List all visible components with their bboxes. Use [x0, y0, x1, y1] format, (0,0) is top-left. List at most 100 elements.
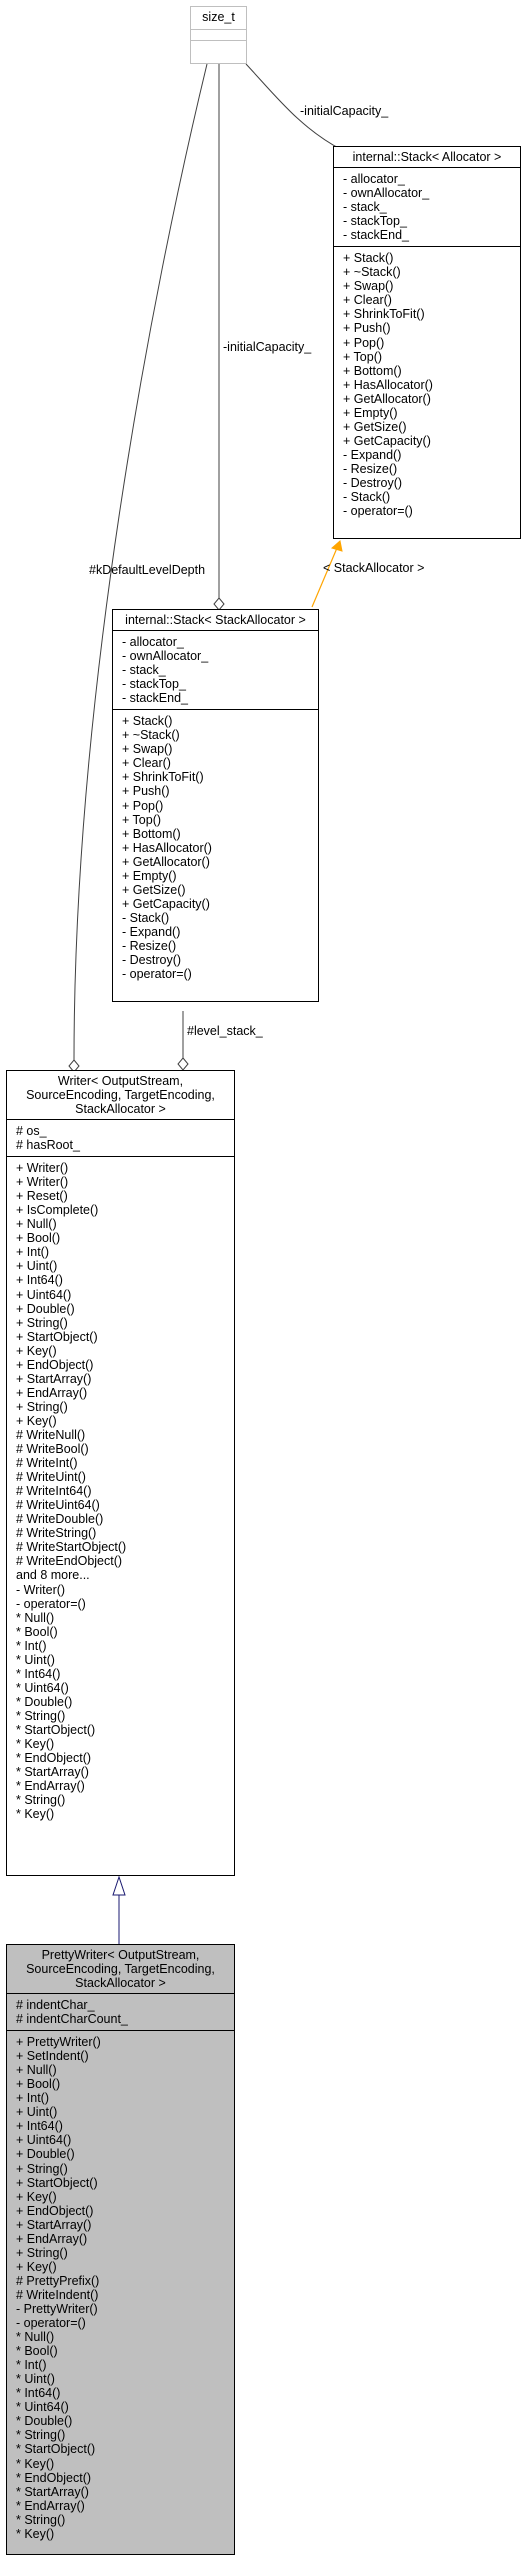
class-node-writer[interactable]: Writer< OutputStream, SourceEncoding, Ta…	[6, 1070, 235, 1876]
class-node-stack-allocator[interactable]: internal::Stack< Allocator > - allocator…	[333, 146, 521, 539]
method: - Expand()	[343, 447, 402, 462]
class-name: SourceEncoding, TargetEncoding,	[26, 1962, 215, 1976]
edge-label-level-stack: #level_stack_	[187, 1024, 263, 1038]
method: * Uint64()	[16, 1680, 69, 1695]
method: + Key()	[16, 1343, 57, 1358]
edge-label-initial-capacity-mid: -initialCapacity_	[223, 340, 312, 354]
method: + Reset()	[16, 1189, 68, 1204]
method: * Bool()	[16, 1624, 58, 1639]
method: * String()	[16, 2512, 66, 2527]
method: + Key()	[16, 2259, 57, 2274]
method: + GetCapacity()	[343, 433, 431, 448]
class-name: PrettyWriter< OutputStream,	[41, 1948, 200, 1962]
method: + SetIndent()	[16, 2049, 89, 2064]
method: + Int()	[16, 2091, 49, 2106]
method: # WriteStartObject()	[16, 1540, 127, 1555]
method: + Int64()	[16, 2119, 63, 2134]
method: # WriteNull()	[16, 1427, 86, 1442]
method: * String()	[16, 2428, 66, 2443]
class-name: StackAllocator >	[75, 1976, 166, 1990]
class-header: internal::Stack< Allocator >	[334, 147, 520, 167]
attribute: - ownAllocator_	[122, 649, 209, 664]
class-header: internal::Stack< StackAllocator >	[113, 610, 318, 630]
method: * EndObject()	[16, 1751, 92, 1766]
class-header: PrettyWriter< OutputStream, SourceEncodi…	[7, 1945, 234, 1993]
method: * Int()	[16, 1638, 47, 1653]
method: # PrettyPrefix()	[16, 2273, 100, 2288]
edge-label-default-level-depth: #kDefaultLevelDepth	[89, 563, 206, 577]
attribute: # indentChar_	[16, 1998, 95, 2012]
method: * Uint()	[16, 1652, 55, 1667]
method: - Expand()	[122, 924, 181, 939]
method: * Int64()	[16, 2386, 61, 2401]
method: * Key()	[16, 2526, 55, 2541]
method: + PrettyWriter()	[16, 2035, 101, 2050]
method: * Key()	[16, 1807, 55, 1822]
attribute: # os_	[16, 1124, 47, 1138]
aggregation-diamond-icon	[177, 1057, 189, 1071]
attribute: - stackTop_	[122, 677, 186, 692]
method: + GetCapacity()	[122, 896, 210, 911]
edge-template-instantiation	[311, 547, 338, 608]
method: + ~Stack()	[122, 728, 180, 743]
method: + String()	[16, 2245, 68, 2260]
attribute: - stack_	[343, 200, 387, 215]
more-members-note: and 8 more...	[16, 1568, 90, 1583]
method: + Stack()	[122, 714, 173, 729]
method: - operator=()	[16, 1596, 86, 1611]
method: - operator=()	[16, 2316, 86, 2331]
method: + StartArray()	[16, 1371, 92, 1386]
method: * String()	[16, 1793, 66, 1808]
template-arrow-icon	[330, 540, 343, 552]
method: + Double()	[16, 2147, 75, 2162]
class-node-size-t[interactable]: size_t	[190, 6, 247, 64]
method: + Pop()	[343, 335, 385, 350]
attribute-section	[191, 29, 246, 40]
method: * Key()	[16, 2456, 55, 2471]
class-header: size_t	[191, 7, 246, 29]
method: + Bool()	[16, 2077, 61, 2092]
method: - Destroy()	[122, 953, 182, 968]
method: + Push()	[343, 321, 391, 336]
method: # WriteEndObject()	[16, 1554, 123, 1569]
method-section: + Stack() + ~Stack() + Swap() + Clear() …	[334, 246, 520, 522]
method: * Key()	[16, 1737, 55, 1752]
method: * EndArray()	[16, 1779, 85, 1794]
method-section	[191, 40, 246, 51]
method: + ShrinkToFit()	[343, 307, 425, 322]
method: + StartArray()	[16, 2217, 92, 2232]
attribute: - stack_	[122, 663, 166, 678]
method: + Null()	[16, 2063, 57, 2078]
method: + EndArray()	[16, 1385, 88, 1400]
method: + Push()	[122, 784, 170, 799]
method: + Writer()	[16, 1175, 69, 1190]
attribute: - stackEnd_	[343, 228, 410, 243]
edge-default-level-depth	[73, 63, 208, 1061]
method: + Null()	[16, 1217, 57, 1232]
method: + Bool()	[16, 1231, 61, 1246]
method: * Double()	[16, 1694, 73, 1709]
attribute: # indentCharCount_	[16, 2012, 128, 2027]
attribute: - allocator_	[122, 635, 184, 649]
method: + HasAllocator()	[343, 377, 433, 392]
method: + Swap()	[343, 279, 394, 294]
method: - operator=()	[343, 504, 413, 519]
method: + Key()	[16, 2189, 57, 2204]
method: * StartArray()	[16, 1765, 89, 1780]
method: * StartArray()	[16, 2484, 89, 2499]
method: + String()	[16, 1399, 68, 1414]
method: + Top()	[343, 349, 383, 364]
attribute-section: - allocator_ - ownAllocator_ - stack_ - …	[113, 630, 318, 709]
method: - Writer()	[16, 1582, 66, 1597]
attribute-section: # os_ # hasRoot_	[7, 1119, 234, 1156]
method: - operator=()	[122, 967, 192, 982]
edge-initial-capacity-top	[245, 63, 343, 151]
method-section: + PrettyWriter() + SetIndent() + Null() …	[7, 2030, 234, 2545]
class-node-prettywriter[interactable]: PrettyWriter< OutputStream, SourceEncodi…	[6, 1944, 235, 2555]
method: # WriteUint64()	[16, 1498, 100, 1513]
method: * Uint64()	[16, 2400, 69, 2415]
attribute-section: # indentChar_ # indentCharCount_	[7, 1993, 234, 2030]
class-node-stack-stackallocator[interactable]: internal::Stack< StackAllocator > - allo…	[112, 609, 319, 1002]
method: # WriteDouble()	[16, 1512, 104, 1527]
